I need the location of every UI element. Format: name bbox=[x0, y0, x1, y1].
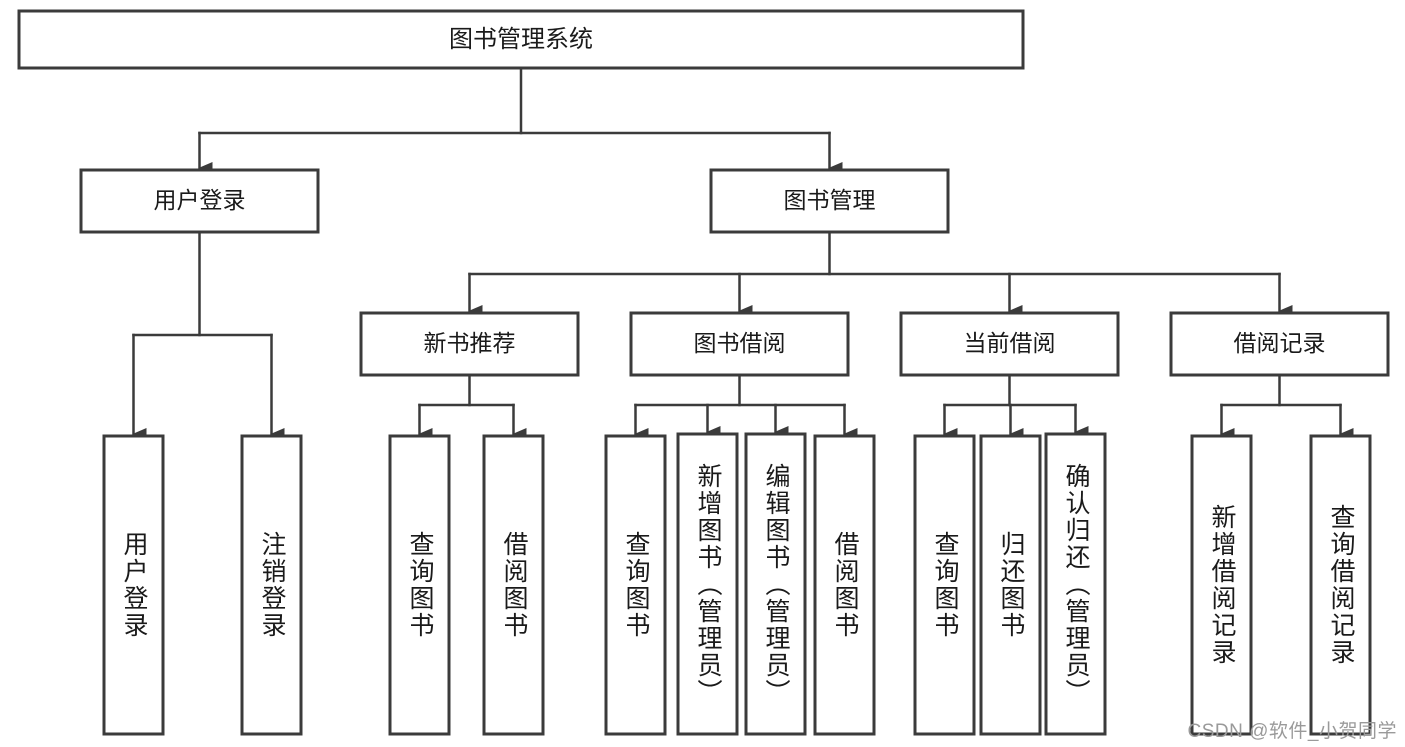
node-leaf-return-book[interactable] bbox=[979, 434, 1042, 736]
node-leaf-query-book-rec-rect[interactable] bbox=[388, 434, 451, 736]
node-book-manage-label: 图书管理 bbox=[784, 187, 876, 213]
node-leaf-borrow-book[interactable] bbox=[813, 434, 876, 736]
node-borrow-record-label: 借阅记录 bbox=[1234, 330, 1326, 356]
connector-layer bbox=[132, 66, 1354, 440]
node-new-book-rec[interactable]: 新书推荐 bbox=[359, 311, 580, 377]
node-root[interactable]: 图书管理系统 bbox=[17, 9, 1025, 70]
node-book-borrow-rect[interactable] bbox=[629, 311, 850, 377]
node-leaf-confirm-return[interactable] bbox=[1044, 432, 1107, 736]
node-book-borrow-label: 图书借阅 bbox=[694, 330, 786, 356]
node-leaf-query-book-borrow-rect[interactable] bbox=[604, 434, 667, 736]
node-leaf-borrow-book-rect[interactable] bbox=[813, 434, 876, 736]
node-leaf-query-record[interactable] bbox=[1309, 434, 1372, 736]
node-leaf-user-logout-rect[interactable] bbox=[240, 434, 303, 736]
node-root-rect[interactable] bbox=[17, 9, 1025, 70]
node-book-manage-rect[interactable] bbox=[709, 168, 950, 234]
node-leaf-query-book-rec[interactable] bbox=[388, 434, 451, 736]
node-user-login[interactable]: 用户登录 bbox=[79, 168, 320, 234]
node-borrow-record-rect[interactable] bbox=[1169, 311, 1390, 377]
node-leaf-edit-book-rect[interactable] bbox=[744, 432, 807, 736]
node-leaf-add-book-rect[interactable] bbox=[676, 432, 739, 736]
node-current-borrow-rect[interactable] bbox=[899, 311, 1120, 377]
node-leaf-user-login-rect[interactable] bbox=[102, 434, 165, 736]
watermark-text: CSDN @软件_小贺同学 bbox=[1187, 721, 1397, 742]
node-leaf-return-book-rect[interactable] bbox=[979, 434, 1042, 736]
node-user-login-label: 用户登录 bbox=[154, 187, 246, 213]
node-leaf-borrow-book-rec-rect[interactable] bbox=[482, 434, 545, 736]
node-leaf-query-book-cur[interactable] bbox=[913, 434, 976, 736]
node-leaf-user-login[interactable] bbox=[102, 434, 165, 736]
node-leaf-query-book-cur-rect[interactable] bbox=[913, 434, 976, 736]
node-leaf-user-logout[interactable] bbox=[240, 434, 303, 736]
node-leaf-edit-book[interactable] bbox=[744, 432, 807, 736]
node-leaf-query-record-rect[interactable] bbox=[1309, 434, 1372, 736]
node-book-manage[interactable]: 图书管理 bbox=[709, 168, 950, 234]
node-root-label: 图书管理系统 bbox=[449, 26, 593, 53]
node-leaf-add-record[interactable] bbox=[1190, 434, 1253, 736]
node-borrow-record[interactable]: 借阅记录 bbox=[1169, 311, 1390, 377]
node-leaf-confirm-return-rect[interactable] bbox=[1044, 432, 1107, 736]
node-new-book-rec-label: 新书推荐 bbox=[424, 330, 516, 356]
node-current-borrow-label: 当前借阅 bbox=[964, 330, 1056, 356]
node-user-login-rect[interactable] bbox=[79, 168, 320, 234]
node-leaf-borrow-book-rec[interactable] bbox=[482, 434, 545, 736]
node-leaf-add-record-rect[interactable] bbox=[1190, 434, 1253, 736]
node-new-book-rec-rect[interactable] bbox=[359, 311, 580, 377]
node-current-borrow[interactable]: 当前借阅 bbox=[899, 311, 1120, 377]
node-leaf-query-book-borrow[interactable] bbox=[604, 434, 667, 736]
node-leaf-add-book[interactable] bbox=[676, 432, 739, 736]
node-book-borrow[interactable]: 图书借阅 bbox=[629, 311, 850, 377]
